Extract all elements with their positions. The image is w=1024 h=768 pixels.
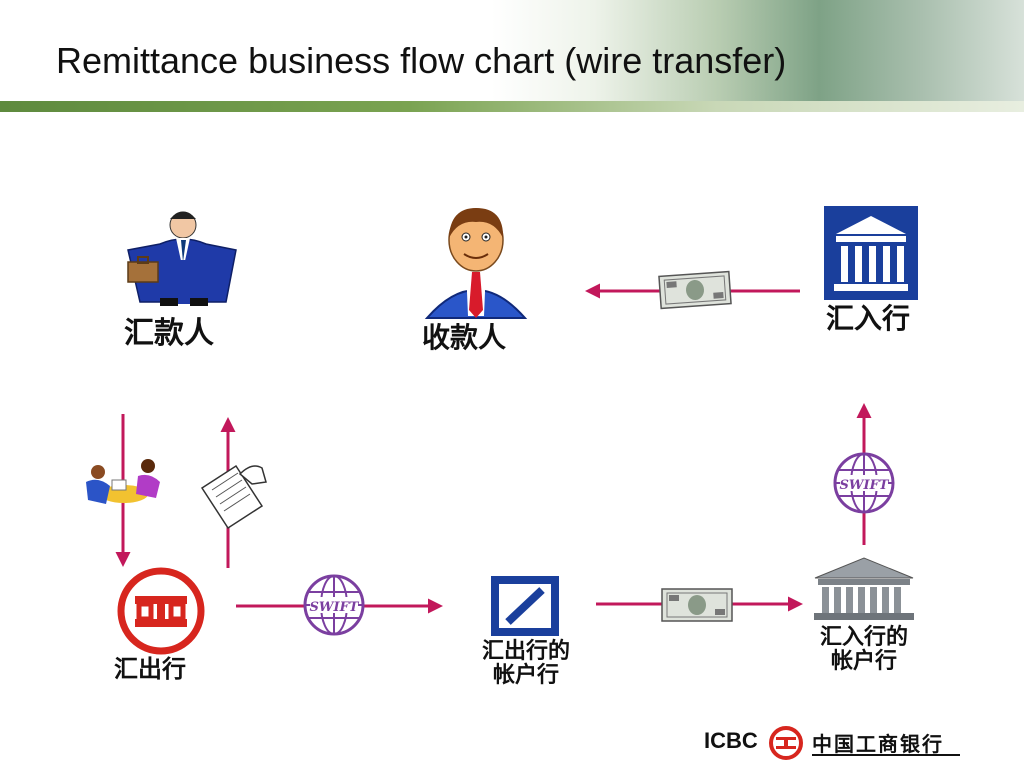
footer-brand: ICBC xyxy=(704,728,758,753)
swift-label: SWIFT xyxy=(310,600,360,615)
footer-bank-name: 中国工商银行 xyxy=(812,732,944,756)
remitting-account-bank-label-line2: 帐户行 xyxy=(492,663,559,689)
payee-label: 收款人 xyxy=(422,321,507,354)
remitter-label: 汇款人 xyxy=(124,316,214,351)
receipt-document-icon xyxy=(200,464,267,530)
header-rule xyxy=(0,101,1024,112)
receiving-account-bank-label-line2: 帐户行 xyxy=(830,649,897,675)
money-bill-icon xyxy=(658,270,732,310)
receiving-account-bank-label-line1: 汇入行的 xyxy=(819,625,908,650)
receiving-bank-label: 汇入行 xyxy=(826,302,911,335)
remitting-account-bank-label: 汇出行的 帐户行 xyxy=(468,639,584,689)
bank-building-icon xyxy=(814,557,914,620)
footer-icbc-logo-icon xyxy=(769,726,803,760)
icbc-logo-icon xyxy=(117,567,205,655)
payee-figure-icon xyxy=(424,208,528,319)
swift-label: SWIFT xyxy=(840,478,890,493)
money-bill-icon xyxy=(661,588,733,622)
receiving-bank-icon xyxy=(824,206,918,300)
footer-underline xyxy=(812,754,960,756)
meeting-people-icon xyxy=(86,459,160,504)
header-background xyxy=(0,0,1024,112)
remitter-figure-icon xyxy=(127,211,237,306)
account-bank-logo-icon xyxy=(491,576,559,636)
page-title: Remittance business flow chart (wire tra… xyxy=(56,40,787,81)
remitting-bank-label: 汇出行 xyxy=(114,655,186,683)
remitting-account-bank-label-line1: 汇出行的 xyxy=(481,639,570,664)
receiving-account-bank-label: 汇入行的 帐户行 xyxy=(806,625,922,675)
